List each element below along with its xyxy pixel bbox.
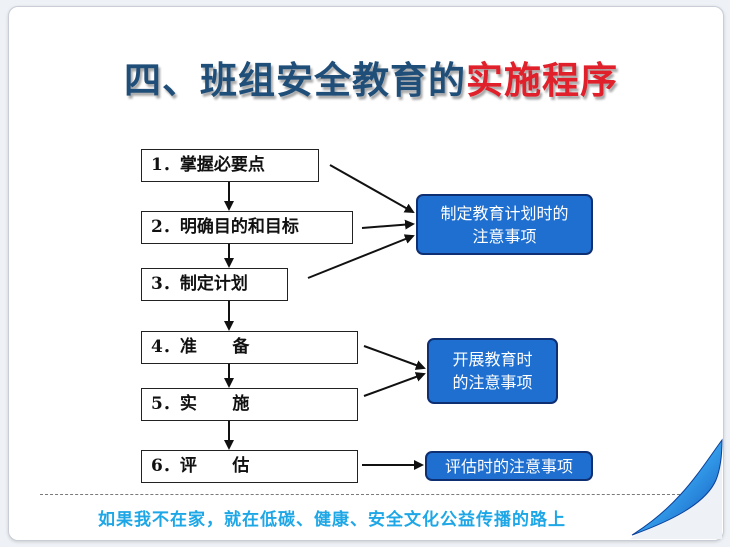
step-6-box: 6．评 估	[141, 450, 358, 483]
note-conducting-line1: 开展教育时	[452, 350, 533, 369]
step-2-box: 2．明确目的和目标	[141, 211, 353, 244]
title-highlight: 实施程序	[466, 59, 618, 102]
slide-title: 四、班组安全教育的实施程序	[124, 51, 618, 111]
note-conducting-line2: 的注意事项	[452, 373, 533, 392]
arrow-step1-note1	[329, 164, 415, 213]
note-evaluating: 评估时的注意事项	[425, 451, 593, 481]
step-3-box: 3．制定计划	[141, 268, 288, 301]
slide: 四、班组安全教育的实施程序	[8, 6, 724, 541]
arrow-step5-note2	[363, 372, 426, 397]
footer-slogan: 如果我不在家，就在低碳、健康、安全文化公益传播的路上	[98, 510, 566, 530]
note-planning: 制定教育计划时的 注意事项	[416, 194, 593, 255]
step-1-box: 1．掌握必要点	[141, 149, 319, 182]
note-evaluating-line1: 评估时的注意事项	[444, 456, 573, 476]
note-planning-line1: 制定教育计划时的	[440, 203, 569, 223]
footer-divider	[40, 494, 680, 495]
arrow-step3-note1	[307, 234, 415, 279]
arrow-step2-note1	[361, 219, 415, 230]
note-conducting: 开展教育时 的注意事项	[427, 338, 558, 404]
note-planning-line2: 注意事项	[472, 226, 537, 246]
title-prefix: 四、班组安全教育的	[124, 59, 466, 102]
step-5-box: 5．实 施	[141, 388, 358, 421]
arrow-step4-note2	[363, 345, 426, 370]
step-4-box: 4．准 备	[141, 331, 358, 364]
